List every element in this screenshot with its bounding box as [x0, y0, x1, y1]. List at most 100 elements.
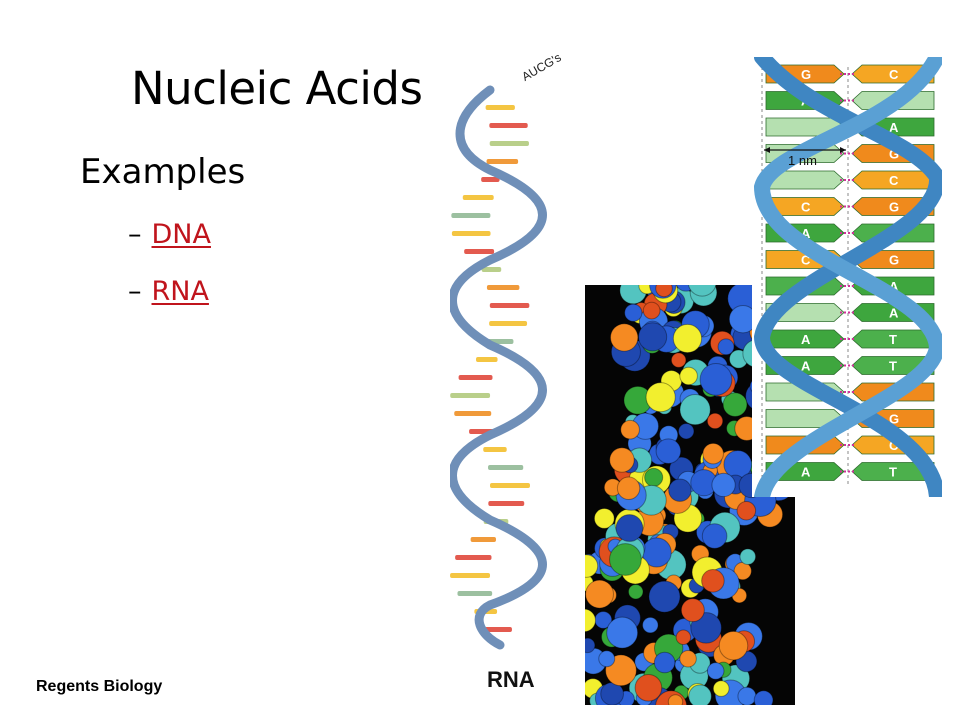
atom-sphere: [688, 684, 712, 705]
atom-sphere: [593, 508, 615, 529]
atom-sphere: [680, 598, 705, 623]
atom-sphere: [712, 680, 730, 697]
atom-sphere: [670, 352, 687, 368]
rna-base: [481, 177, 500, 182]
atom-sphere: [653, 651, 676, 674]
rna-base: [454, 411, 492, 416]
rna-base: [457, 591, 493, 596]
svg-text:A: A: [889, 120, 899, 135]
rna-backbone: [450, 85, 547, 650]
atom-sphere: [702, 442, 724, 465]
rna-base: [486, 285, 520, 290]
rna-base: [483, 447, 507, 452]
svg-text:A: A: [889, 279, 899, 294]
atom-sphere: [675, 629, 692, 646]
atom-sphere: [585, 554, 599, 578]
svg-text:T: T: [889, 465, 897, 480]
atom-sphere: [668, 478, 692, 502]
atom-sphere: [706, 662, 725, 680]
examples-heading: Examples: [80, 152, 246, 192]
dna-base-block: T: [851, 329, 935, 349]
scale-label: 1 nm: [788, 153, 817, 168]
rna-base: [489, 303, 530, 308]
atom-sphere: [585, 608, 596, 633]
dna-base-block: C: [851, 170, 935, 190]
rna-caption: RNA: [487, 667, 535, 692]
svg-text:T: T: [889, 332, 897, 347]
svg-text:A: A: [801, 332, 811, 347]
rna-base: [451, 231, 491, 236]
atom-sphere: [679, 393, 711, 426]
dna-backbone-b: [753, 57, 942, 497]
rna-base: [450, 393, 491, 398]
footer-course-name: Regents Biology: [36, 678, 163, 695]
atom-sphere: [616, 476, 641, 500]
atom-sphere: [718, 630, 749, 661]
svg-text:C: C: [889, 173, 899, 188]
atom-sphere: [701, 523, 728, 549]
atom-sphere: [644, 467, 664, 487]
atom-sphere: [655, 285, 673, 298]
svg-text:C: C: [801, 200, 811, 215]
rna-base: [489, 123, 528, 128]
svg-text:C: C: [889, 67, 899, 82]
atom-sphere: [615, 514, 644, 542]
atom-sphere: [642, 301, 661, 320]
rna-base: [488, 501, 525, 506]
atom-sphere: [753, 690, 774, 705]
slide-title: Nucleic Acids: [131, 62, 423, 115]
dna-base-block: A: [765, 329, 845, 349]
rna-base: [470, 537, 496, 542]
atom-sphere: [638, 322, 668, 352]
rna-base: [489, 321, 528, 326]
svg-text:C: C: [889, 438, 899, 453]
atom-sphere: [585, 579, 615, 609]
atom-sphere: [642, 616, 659, 634]
atom-sphere: [624, 303, 643, 322]
atom-sphere: [606, 616, 639, 649]
atom-sphere: [598, 650, 616, 668]
rna-base: [485, 105, 515, 110]
atom-sphere: [711, 472, 736, 498]
svg-text:G: G: [889, 147, 899, 162]
atom-sphere: [667, 694, 684, 705]
svg-text:G: G: [889, 412, 899, 427]
rna-link[interactable]: RNA: [151, 276, 209, 307]
rna-base: [488, 465, 524, 470]
atom-sphere: [645, 382, 676, 413]
atom-sphere: [627, 583, 644, 600]
svg-text:G: G: [889, 253, 899, 268]
atom-sphere: [688, 285, 717, 297]
rna-base: [455, 555, 492, 560]
svg-text:G: G: [801, 67, 811, 82]
atom-sphere: [679, 650, 697, 668]
dna-link[interactable]: DNA: [151, 219, 211, 250]
atom-sphere: [737, 686, 757, 705]
atom-sphere: [699, 363, 733, 396]
atom-sphere: [717, 338, 735, 356]
atom-sphere: [678, 423, 695, 440]
atom-sphere: [609, 323, 639, 352]
rna-base: [481, 267, 502, 272]
atom-sphere: [736, 501, 757, 521]
atom-sphere: [634, 674, 663, 702]
svg-text:C: C: [801, 253, 811, 268]
rna-base: [450, 573, 491, 578]
bullet-dash: –: [128, 276, 142, 307]
atom-sphere: [706, 412, 724, 430]
rna-base: [458, 375, 493, 380]
svg-text:A: A: [801, 465, 811, 480]
rna-base: [464, 249, 495, 254]
rna-strand-illustration: [450, 85, 547, 650]
atom-sphere: [620, 419, 640, 440]
svg-text:A: A: [889, 306, 899, 321]
rna-base: [489, 141, 529, 146]
atom-sphere: [690, 612, 722, 644]
atom-sphere: [609, 447, 635, 473]
rna-base: [476, 357, 498, 362]
svg-text:T: T: [889, 359, 897, 374]
bullet-dna: –DNA: [128, 219, 211, 250]
rna-base: [486, 159, 519, 164]
